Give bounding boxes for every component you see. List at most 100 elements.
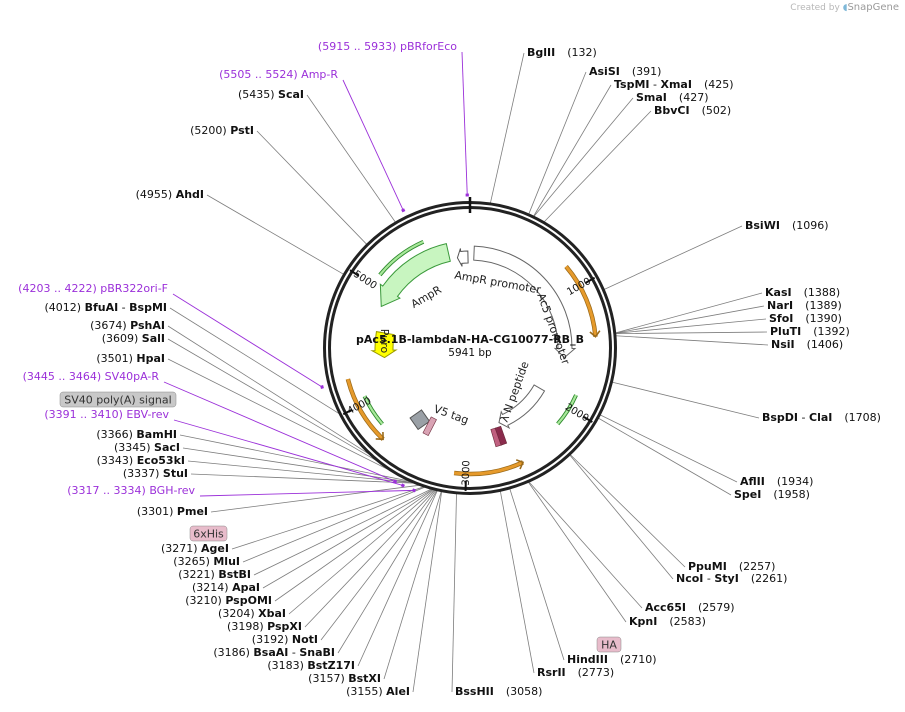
site-pos-pshai: (3674) bbox=[90, 319, 130, 332]
site-pos-bstxi: (3157) bbox=[308, 672, 348, 685]
site-line-psti bbox=[256, 130, 368, 245]
site-line-pluti bbox=[615, 331, 768, 335]
site-alt-clai: ClaI bbox=[809, 411, 832, 424]
primer-line bbox=[172, 293, 323, 388]
site-label-scai: (5435) ScaI bbox=[238, 88, 304, 101]
site-label-bsshii: BssHII(3058) bbox=[455, 685, 542, 698]
site-name-pshai: PshAI bbox=[130, 319, 165, 332]
site-label-bglii: BglII(132) bbox=[527, 46, 597, 59]
site-name-ncoi: NcoI bbox=[676, 572, 703, 585]
site-label-sali: (3609) SalI bbox=[102, 332, 165, 345]
site-name-nari: NarI bbox=[767, 299, 793, 312]
site-line-saci bbox=[182, 447, 414, 484]
site-line-acc65i bbox=[528, 481, 643, 609]
site-pos-bglii: (132) bbox=[567, 46, 597, 59]
site-name-bamhi: BamHI bbox=[136, 428, 177, 441]
site-label-apai: (3214) ApaI bbox=[192, 581, 260, 594]
site-pos-kasi: (1388) bbox=[804, 286, 841, 299]
site-line-xbai bbox=[288, 489, 435, 615]
site-line-sali bbox=[167, 338, 379, 463]
site-name-bstbi: BstBI bbox=[218, 568, 251, 581]
tick-label-1000: 1000 bbox=[565, 276, 593, 298]
site-name-alei: AleI bbox=[386, 685, 410, 698]
site-name-pspomi: PspOMI bbox=[225, 594, 272, 607]
site-line-spei bbox=[597, 417, 732, 496]
tag-mark-1 bbox=[422, 416, 437, 437]
site-name-apai: ApaI bbox=[232, 581, 260, 594]
primer-line bbox=[173, 419, 403, 486]
primer-line bbox=[461, 51, 468, 196]
orf-arrowhead-3 bbox=[375, 431, 384, 441]
site-line-mlui bbox=[242, 486, 426, 563]
site-name-saci: SacI bbox=[154, 441, 180, 454]
primer-mark bbox=[411, 488, 417, 493]
site-line-asisi bbox=[528, 71, 587, 215]
site-name-bbvci: BbvCI bbox=[654, 104, 690, 117]
site-name-ppumi: PpuMI bbox=[688, 560, 727, 573]
puro-label: Puro bbox=[378, 329, 391, 354]
credit-prefix: Created by bbox=[790, 3, 840, 13]
site-lines bbox=[163, 51, 769, 693]
site-line-hindiii bbox=[509, 488, 565, 661]
site-line-rsrii bbox=[499, 490, 535, 674]
site-label-bsiwi: BsiWI(1096) bbox=[745, 219, 829, 232]
primer-mark bbox=[401, 208, 406, 213]
site-label-bstbi: (3221) BstBI bbox=[178, 568, 251, 581]
v5-tag-box bbox=[409, 409, 431, 431]
site-line-tspmi bbox=[533, 84, 612, 217]
site-line-hpai bbox=[167, 358, 393, 472]
site-label-tspmi: TspMI - XmaI(425) bbox=[614, 78, 734, 91]
tick-label-3000: 3000 bbox=[461, 460, 473, 486]
site-pos-mlui: (3265) bbox=[173, 555, 213, 568]
primer-line bbox=[199, 489, 414, 497]
site-line-nsii bbox=[615, 335, 769, 346]
site-label-ppumi: PpuMI(2257) bbox=[688, 560, 775, 573]
site-label-bsaai: (3186) BsaAI - SnaBI bbox=[213, 646, 335, 659]
site-name-sfoi: SfoI bbox=[769, 312, 793, 325]
ampr-label: AmpR bbox=[409, 283, 444, 311]
site-name-acc65i: Acc65I bbox=[645, 601, 686, 614]
site-pos-agei: (3271) bbox=[161, 542, 201, 555]
site-name-rsrii: RsrII bbox=[537, 666, 566, 679]
site-sep: - bbox=[288, 646, 299, 659]
orf-arrowhead-2 bbox=[515, 459, 525, 470]
site-label-eco53ki: (3343) Eco53kI bbox=[97, 454, 185, 467]
site-labels: BglII(132)AsiSI(391)TspMI - XmaI(425)Sma… bbox=[18, 40, 881, 698]
tick-label-4000: 4000 bbox=[346, 396, 374, 418]
site-line-bsshii bbox=[451, 493, 457, 693]
green-arc-inner-2 bbox=[556, 394, 578, 425]
ac5-promoter-arrow bbox=[473, 245, 577, 359]
site-name-sali: SalI bbox=[142, 332, 165, 345]
site-label-alei: (3155) AleI bbox=[346, 685, 410, 698]
primer-label: (3317 .. 3334) BGH-rev bbox=[67, 484, 195, 497]
site-line-bglii bbox=[489, 52, 525, 204]
site-label-spei: SpeI(1958) bbox=[734, 488, 810, 501]
site-name-smai: SmaI bbox=[636, 91, 667, 104]
site-pos-pmei: (3301) bbox=[137, 505, 177, 518]
site-name-psti: PstI bbox=[230, 124, 254, 137]
badge-sv40-poly-a-signal bbox=[59, 391, 177, 408]
site-pos-saci: (3345) bbox=[114, 441, 154, 454]
site-label-nsii: NsiI(1406) bbox=[771, 338, 843, 351]
site-label-kpni: KpnI(2583) bbox=[629, 615, 706, 628]
tick-1000 bbox=[585, 276, 596, 284]
orf-arrowhead-1 bbox=[589, 330, 601, 338]
site-alt-xmai: XmaI bbox=[660, 78, 691, 91]
tick-label-2000: 2000 bbox=[563, 402, 590, 425]
site-line-agei bbox=[231, 486, 425, 550]
site-line-kasi bbox=[615, 292, 763, 334]
site-line-pspxi bbox=[304, 489, 436, 628]
snapgene-credit: Created by ◖SnapGene bbox=[790, 2, 899, 13]
site-pos-rsrii: (2773) bbox=[578, 666, 615, 679]
primer-label: (3391 .. 3410) EBV-rev bbox=[44, 408, 169, 421]
site-line-aflii bbox=[599, 414, 738, 483]
site-label-pspxi: (3198) PspXI bbox=[227, 620, 302, 633]
site-label-saci: (3345) SacI bbox=[114, 441, 180, 454]
site-line-bstxi bbox=[383, 491, 442, 680]
site-label-stui: (3337) StuI bbox=[123, 467, 188, 480]
site-name-kpni: KpnI bbox=[629, 615, 657, 628]
snapgene-logo-icon: ◖ bbox=[842, 3, 848, 13]
site-name-scai: ScaI bbox=[278, 88, 304, 101]
badge-text-sv40-poly-a-signal: SV40 poly(A) signal bbox=[64, 394, 171, 407]
green-arc-inner-1 bbox=[379, 240, 424, 276]
